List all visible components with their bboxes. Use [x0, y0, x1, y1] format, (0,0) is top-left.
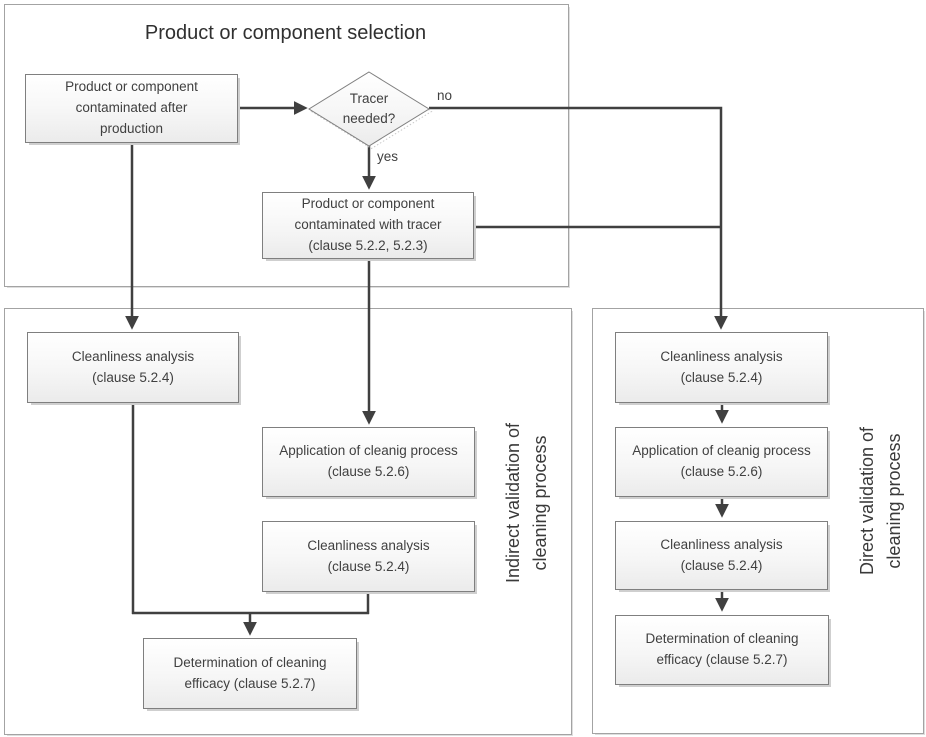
selection-section-title: Product or component selection	[144, 22, 427, 44]
decision-yes-label: yes	[377, 149, 399, 164]
decision-no-label: no	[437, 88, 453, 103]
direct-cleanliness-analysis-2-box: Cleanliness analysis (clause 5.2.4)	[615, 521, 828, 590]
tracer-decision-label: Tracer needed?	[342, 90, 396, 126]
indirect-cleanliness-analysis-2-box: Cleanliness analysis (clause 5.2.4)	[262, 521, 475, 592]
direct-application-box: Application of cleanig process (clause 5…	[615, 427, 828, 497]
indirect-cleanliness-analysis-1-box: Cleanliness analysis (clause 5.2.4)	[27, 332, 239, 403]
direct-determination-box: Determination of cleaning efficacy (clau…	[615, 615, 829, 685]
direct-validation-label: Direct validation of cleaning process	[857, 426, 904, 576]
indirect-validation-label: Indirect validation of cleaning process	[503, 422, 550, 584]
production-contaminated-box: Product or component contaminated after …	[25, 74, 238, 143]
direct-cleanliness-analysis-1-box: Cleanliness analysis (clause 5.2.4)	[615, 332, 828, 403]
tracer-contaminated-box: Product or component contaminated with t…	[262, 192, 474, 259]
indirect-determination-box: Determination of cleaning efficacy (clau…	[143, 638, 357, 709]
indirect-application-box: Application of cleanig process (clause 5…	[262, 427, 475, 497]
